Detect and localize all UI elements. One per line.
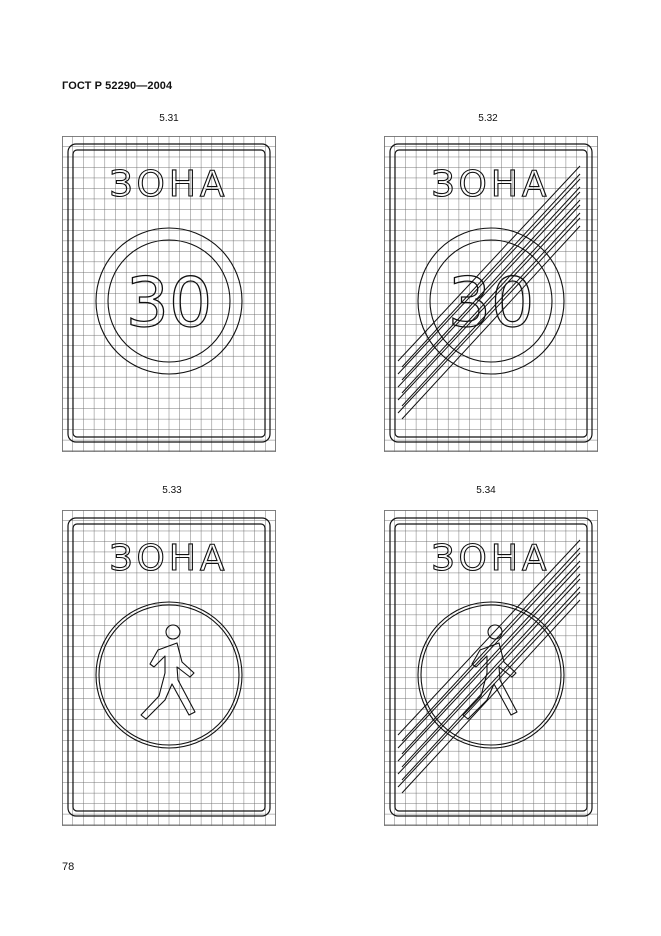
construction-grid bbox=[62, 510, 276, 826]
cancel-stripes bbox=[397, 165, 581, 420]
zone-text: ЗОНА bbox=[109, 538, 228, 579]
speed-limit-circle bbox=[417, 227, 565, 375]
pedestrian-circle bbox=[417, 601, 565, 749]
sign-figure-5-34: ЗОНА bbox=[384, 510, 598, 826]
sign-label-5-32: 5.32 bbox=[478, 113, 498, 124]
speed-value: 30 bbox=[448, 264, 535, 343]
sign-frame bbox=[67, 517, 271, 817]
sign-label-5-31: 5.31 bbox=[159, 113, 179, 124]
speed-limit-circle bbox=[95, 227, 243, 375]
zone-text: ЗОНА bbox=[109, 164, 228, 205]
sign-frame bbox=[389, 143, 593, 443]
pedestrian-icon bbox=[140, 624, 196, 720]
speed-value: 30 bbox=[126, 264, 213, 343]
zone-text: ЗОНА bbox=[431, 538, 550, 579]
sign-frame bbox=[67, 143, 271, 443]
sign-drawing: ЗОНА 30 bbox=[384, 136, 598, 452]
cancel-stripes bbox=[397, 539, 581, 794]
sign-frame bbox=[389, 517, 593, 817]
document-code: ГОСТ Р 52290—2004 bbox=[62, 80, 173, 92]
sign-figure-5-31: ЗОНА 30 bbox=[62, 136, 276, 452]
zone-text: ЗОНА bbox=[431, 164, 550, 205]
pedestrian-circle bbox=[95, 601, 243, 749]
sign-label-5-34: 5.34 bbox=[476, 485, 496, 496]
sign-drawing: ЗОНА bbox=[62, 510, 276, 826]
construction-grid bbox=[62, 136, 276, 452]
sign-label-5-33: 5.33 bbox=[162, 485, 182, 496]
sign-figure-5-32: ЗОНА 30 bbox=[384, 136, 598, 452]
sign-drawing: ЗОНА bbox=[384, 510, 598, 826]
sign-drawing: ЗОНА 30 bbox=[62, 136, 276, 452]
sign-figure-5-33: ЗОНА bbox=[62, 510, 276, 826]
page-number: 78 bbox=[62, 861, 75, 873]
